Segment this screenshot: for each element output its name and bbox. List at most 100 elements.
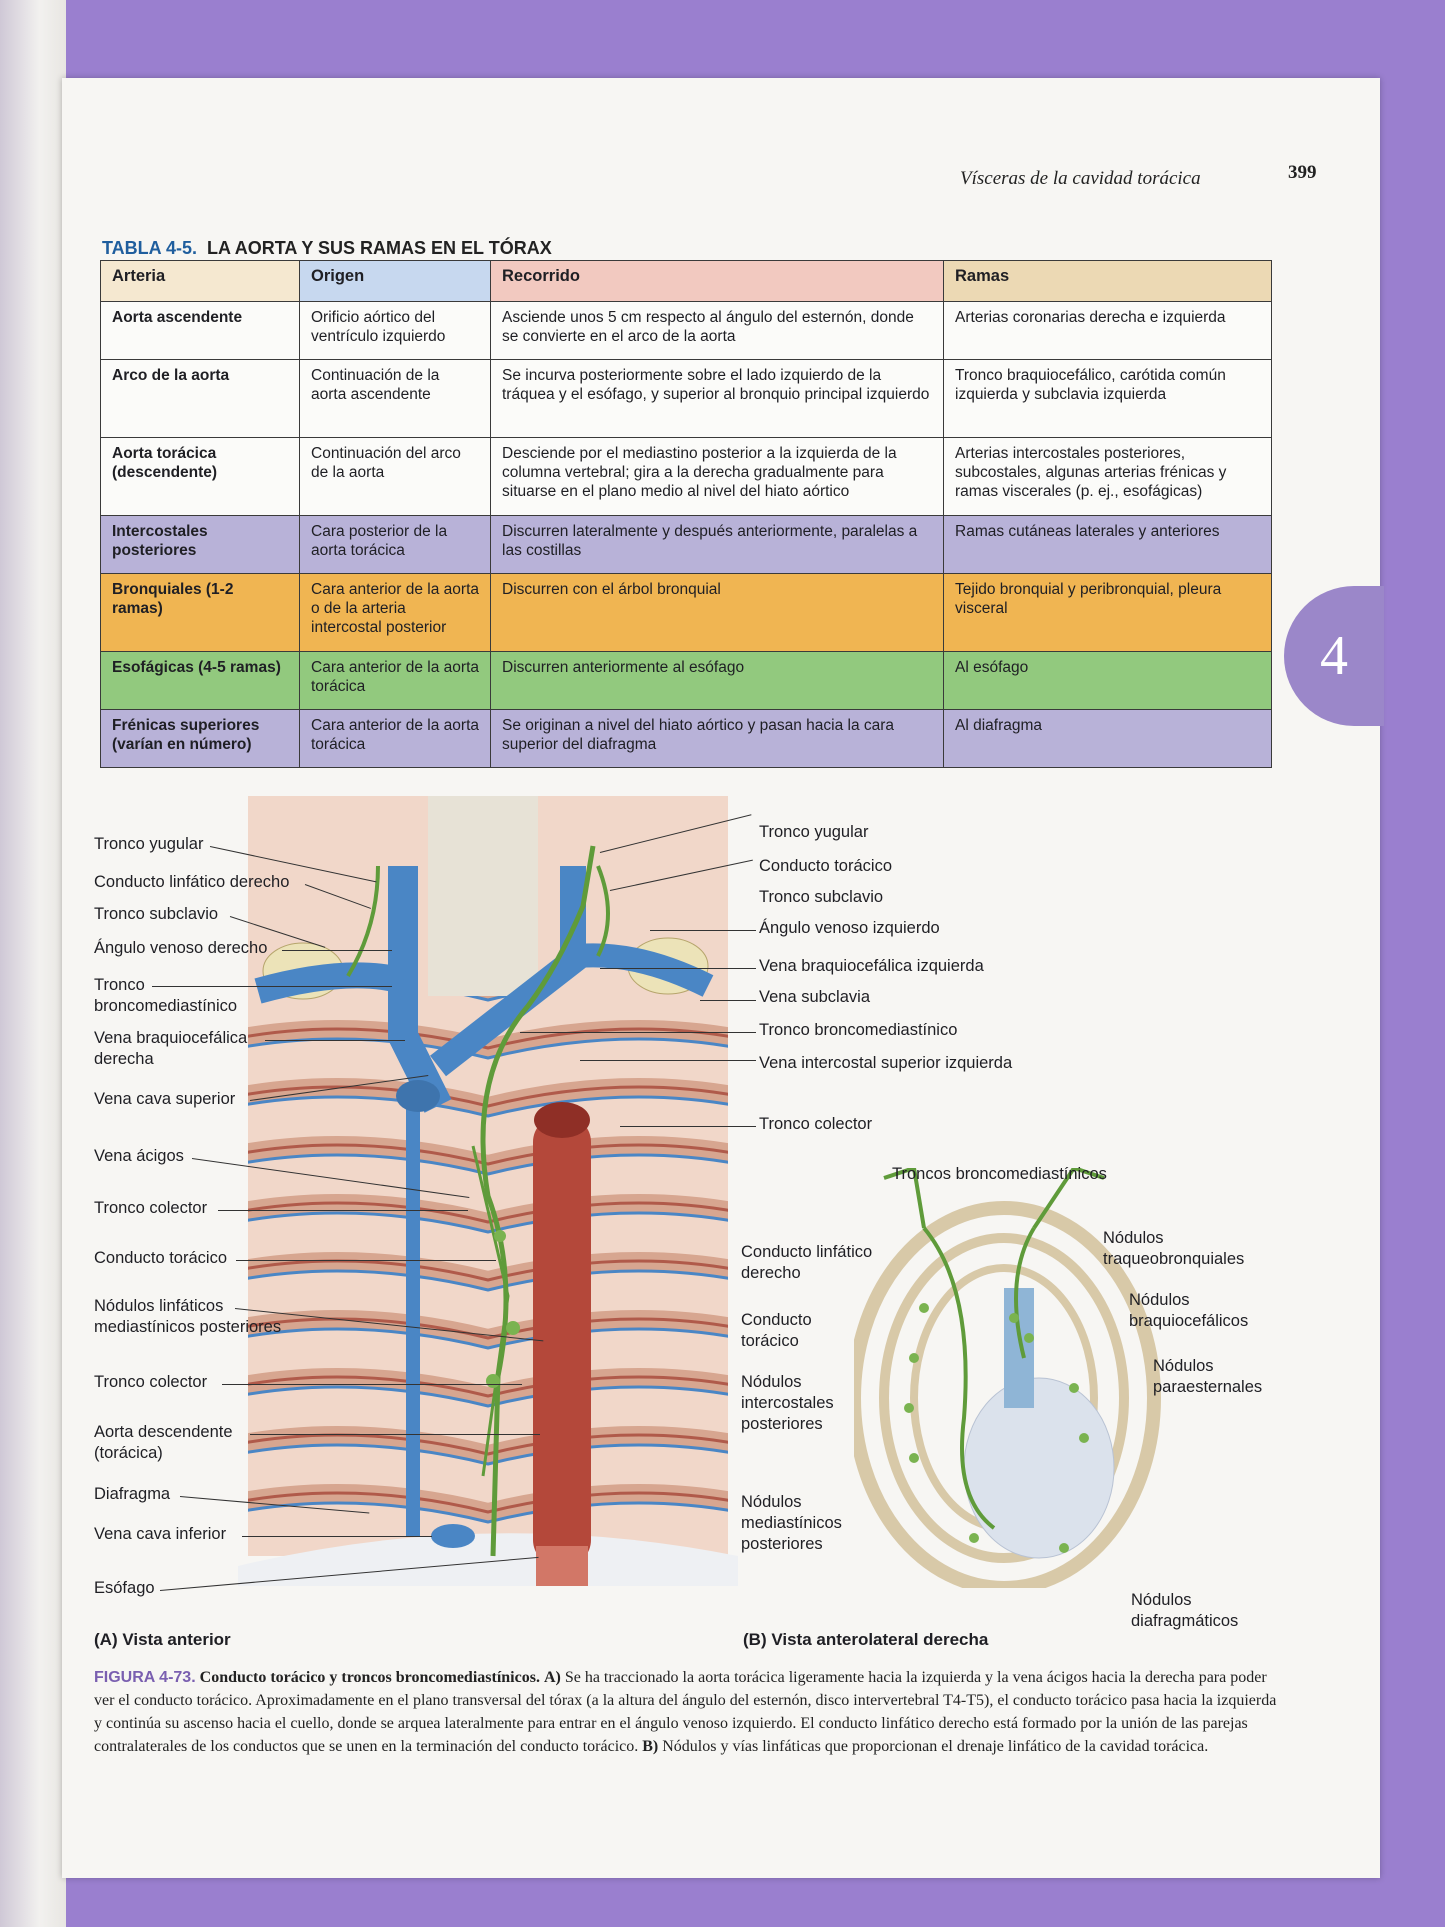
table-title: TABLA 4-5. LA AORTA Y SUS RAMAS EN EL TÓ…: [102, 238, 552, 259]
label-nodulos-intercostales-posteriores: Nódulos intercostales posteriores: [741, 1373, 834, 1433]
label-vena-cava-superior: Vena cava superior: [94, 1090, 236, 1108]
caption-b-text: Nódulos y vías linfáticas que proporcion…: [662, 1738, 1209, 1755]
leader-line: [650, 930, 756, 932]
label-tronco-broncomediastinico-right: Tronco broncomediastínico: [759, 1021, 958, 1039]
label-vena-subclavia: Vena subclavia: [759, 988, 870, 1006]
left-page-edge: [0, 0, 66, 1927]
cell-recorrido: Se incurva posteriormente sobre el lado …: [490, 359, 944, 438]
cell-recorrido: Discurren con el árbol bronquial: [490, 573, 944, 652]
label-nodulos-traqueobronquiales: Nódulos traqueobronquiales: [1103, 1229, 1245, 1268]
page-number: 399: [1288, 162, 1317, 183]
table-label: TABLA 4-5.: [102, 238, 198, 258]
cell-ramas: Arterias intercostales posteriores, subc…: [943, 437, 1272, 516]
label-nodulos-braquiocefalicos: Nódulos braquiocefálicos: [1129, 1291, 1249, 1330]
table-title-text: LA AORTA Y SUS RAMAS EN EL TÓRAX: [207, 238, 552, 258]
aorta-table: Arteria Origen Recorrido Ramas Aorta asc…: [100, 260, 1272, 768]
cell-origen: Continuación del arco de la aorta: [299, 437, 491, 516]
cell-origen: Orificio aórtico del ventrículo izquierd…: [299, 301, 491, 360]
label-tronco-colector-left-2: Tronco colector: [94, 1373, 208, 1391]
label-vena-braquiocefalica-derecha: Vena braquiocefálica derecha: [94, 1029, 248, 1068]
cell-origen: Continuación de la aorta ascendente: [299, 359, 491, 438]
caption-b-label: B): [642, 1738, 659, 1755]
col-header-ramas: Ramas: [943, 260, 1272, 302]
table-row: Esofágicas (4-5 ramas) Cara anterior de …: [100, 651, 1272, 710]
cell-ramas: Al diafragma: [943, 709, 1272, 768]
label-conducto-toracico-right: Conducto torácico: [759, 857, 892, 875]
col-header-recorrido: Recorrido: [490, 260, 944, 302]
cell-origen: Cara posterior de la aorta torácica: [299, 515, 491, 574]
cell-ramas: Al esófago: [943, 651, 1272, 710]
label-vena-acigos: Vena ácigos: [94, 1147, 184, 1165]
table-row: Bronquiales (1-2 ramas) Cara anterior de…: [100, 573, 1272, 652]
label-tronco-yugular-left: Tronco yugular: [94, 835, 204, 853]
cell-arteria: Frénicas superiores (varían en número): [100, 709, 300, 768]
leader-line: [152, 986, 392, 988]
label-troncos-broncomediastinicos: Troncos broncomediastínicos: [892, 1165, 1107, 1183]
leader-line: [282, 950, 392, 952]
label-nodulos-paraesternales: Nódulos paraesternales: [1153, 1357, 1263, 1396]
label-angulo-venoso-izquierdo: Ángulo venoso izquierdo: [759, 919, 940, 937]
figure-caption-title: Conducto torácico y troncos broncomedias…: [199, 1669, 540, 1686]
cell-recorrido: Discurren anteriormente al esófago: [490, 651, 944, 710]
label-conducto-linfatico-derecho: Conducto linfático derecho: [94, 873, 290, 891]
label-vena-intercostal-superior-izquierda: Vena intercostal superior izquierda: [759, 1054, 1013, 1072]
cell-arteria: Arco de la aorta: [100, 359, 300, 438]
label-tronco-yugular-right: Tronco yugular: [759, 823, 869, 841]
label-tronco-colector-right: Tronco colector: [759, 1115, 873, 1133]
col-header-arteria: Arteria: [100, 260, 300, 302]
label-nodulos-diafragmaticos: Nódulos diafragmáticos: [1131, 1591, 1239, 1630]
leader-line: [600, 968, 756, 970]
table-header-row: Arteria Origen Recorrido Ramas: [100, 260, 1272, 302]
cell-recorrido: Asciende unos 5 cm respecto al ángulo de…: [490, 301, 944, 360]
cell-origen: Cara anterior de la aorta o de la arteri…: [299, 573, 491, 652]
cell-recorrido: Discurren lateralmente y después anterio…: [490, 515, 944, 574]
figure-caption-label: FIGURA 4-73.: [94, 1669, 196, 1686]
cell-arteria: Aorta ascendente: [100, 301, 300, 360]
label-esofago: Esófago: [94, 1579, 155, 1597]
cell-arteria: Intercostales posteriores: [100, 515, 300, 574]
figure-a-illustration: [238, 796, 738, 1586]
label-tronco-subclavio-right: Tronco subclavio: [759, 888, 884, 906]
label-conducto-linfatico-derecho-b: Conducto linfático derecho: [741, 1243, 873, 1282]
label-aorta-descendente: Aorta descendente (torácica): [94, 1423, 233, 1462]
figure-caption: FIGURA 4-73. Conducto torácico y troncos…: [94, 1666, 1284, 1758]
label-diafragma: Diafragma: [94, 1485, 171, 1503]
leader-line: [250, 1434, 540, 1436]
leader-line: [620, 1126, 756, 1128]
cell-ramas: Tejido bronquial y peribronquial, pleura…: [943, 573, 1272, 652]
figure-b-illustration: [854, 1168, 1161, 1588]
leader-line: [580, 1060, 756, 1062]
cell-origen: Cara anterior de la aorta torácica: [299, 709, 491, 768]
leader-line: [520, 1032, 756, 1034]
label-nodulos-mediastinicos-posteriores: Nódulos linfáticos mediastínicos posteri…: [94, 1297, 282, 1336]
label-tronco-broncomediastinico-left: Tronco broncomediastínico: [94, 976, 238, 1015]
label-conducto-toracico-b: Conducto torácico: [741, 1311, 812, 1350]
leader-line: [222, 1384, 522, 1386]
cell-arteria: Aorta torácica (descendente): [100, 437, 300, 516]
label-tronco-colector-left-1: Tronco colector: [94, 1199, 208, 1217]
leader-line: [242, 1536, 432, 1538]
leader-line: [218, 1210, 468, 1212]
cell-recorrido: Desciende por el mediastino posterior a …: [490, 437, 944, 516]
cell-ramas: Arterias coronarias derecha e izquierda: [943, 301, 1272, 360]
cell-ramas: Tronco braquiocefálico, carótida común i…: [943, 359, 1272, 438]
table-row: Aorta ascendente Orificio aórtico del ve…: [100, 301, 1272, 360]
leader-line: [236, 1260, 496, 1262]
figure-a-caption: (A) Vista anterior: [94, 1630, 231, 1649]
label-angulo-venoso-derecho: Ángulo venoso derecho: [94, 939, 268, 957]
cell-arteria: Bronquiales (1-2 ramas): [100, 573, 300, 652]
table-row: Arco de la aorta Continuación de la aort…: [100, 359, 1272, 438]
cell-ramas: Ramas cutáneas laterales y anteriores: [943, 515, 1272, 574]
caption-a-label: A): [543, 1669, 561, 1686]
table-row: Intercostales posteriores Cara posterior…: [100, 515, 1272, 574]
leader-line: [265, 1040, 405, 1042]
label-vena-braquiocefalica-izquierda: Vena braquiocefálica izquierda: [759, 957, 984, 975]
label-nodulos-mediastinicos-posteriores-b: Nódulos mediastínicos posteriores: [741, 1493, 842, 1553]
leader-line: [700, 1000, 756, 1002]
cell-arteria: Esofágicas (4-5 ramas): [100, 651, 300, 710]
table-row: Aorta torácica (descendente) Continuació…: [100, 437, 1272, 516]
caption-a-text: Se ha traccionado la aorta torácica lige…: [94, 1669, 1277, 1755]
figure-b-caption: (B) Vista anterolateral derecha: [743, 1630, 989, 1649]
cell-origen: Cara anterior de la aorta torácica: [299, 651, 491, 710]
label-tronco-subclavio-left: Tronco subclavio: [94, 905, 219, 923]
